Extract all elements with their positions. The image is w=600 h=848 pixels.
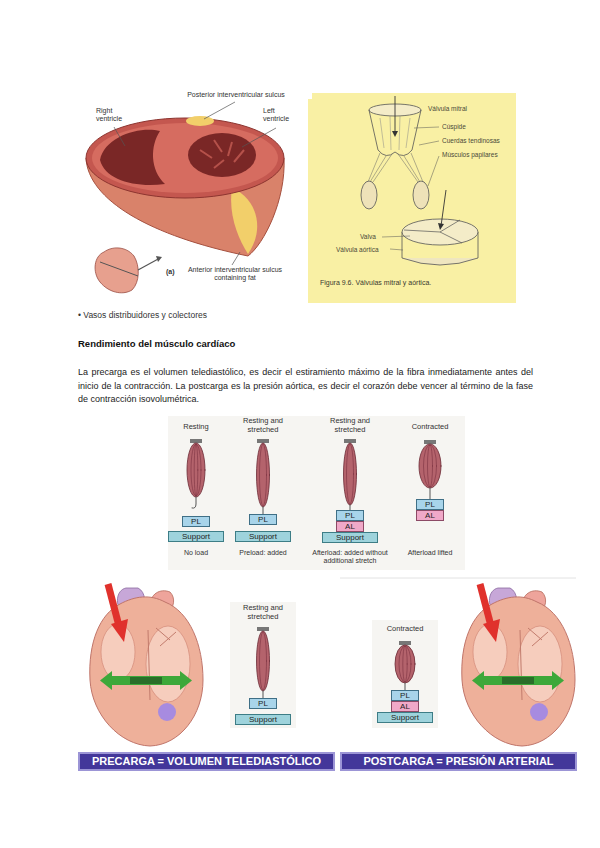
band-text: PRECARGA = VOLUMEN TELEDIASTÓLICO xyxy=(92,755,321,768)
preload-weight: PL xyxy=(182,516,210,527)
panel-header: Resting and stretched xyxy=(320,417,380,434)
part-label: Anterior interventricular sulcus contain… xyxy=(184,266,286,282)
weight-label: PL xyxy=(258,515,268,524)
bullet-item: • Vasos distribuidores y colectores xyxy=(78,311,398,321)
heart-cross-section xyxy=(86,102,284,293)
panel-header: Resting and stretched xyxy=(233,417,293,434)
panel-ground xyxy=(168,416,465,570)
weight-label: PL xyxy=(191,517,201,526)
weight-label: PL xyxy=(258,699,268,708)
weight-label: PL xyxy=(425,500,435,509)
panel-caption: No load xyxy=(166,549,226,557)
part-label: Músculos papilares xyxy=(442,151,514,158)
afterload-weight: AL xyxy=(336,521,364,532)
preload-weight: PL xyxy=(416,499,444,510)
afterload-weight: AL xyxy=(391,701,419,712)
part-label: Valva xyxy=(360,233,390,240)
weight-label: AL xyxy=(400,702,410,711)
figure-letter: (a) xyxy=(166,268,182,276)
muscle-figures xyxy=(187,439,441,698)
weight-label: AL xyxy=(345,522,355,531)
section-heading: Rendimiento del músculo cardíaco xyxy=(78,339,498,350)
figure-caption: Figura 9.6. Válvulas mitral y aórtica. xyxy=(320,279,510,287)
weight-label: Support xyxy=(391,713,419,722)
panel-caption: Preload: added xyxy=(227,549,299,557)
panel-header: Resting xyxy=(166,423,226,432)
heart-preload xyxy=(90,584,203,746)
panel-ground xyxy=(372,620,438,728)
heart-afterload xyxy=(462,584,575,746)
support-platform: Support xyxy=(377,712,433,723)
panel-caption: Afterload lifted xyxy=(396,549,464,557)
title-band: PRECARGA = VOLUMEN TELEDIASTÓLICO xyxy=(78,752,335,771)
weight-label: Support xyxy=(249,715,277,724)
body-paragraph: La precarga es el volumen telediastólico… xyxy=(78,366,533,407)
rule-line xyxy=(340,578,576,579)
figure-panel: Válvula mitralCúspideCuerdas tendinosasM… xyxy=(308,93,516,303)
part-label: Left ventricle xyxy=(262,107,300,123)
part-label: Válvula aórtica xyxy=(336,246,398,253)
part-label: Posterior interventricular sulcus xyxy=(160,91,312,99)
weight-label: PL xyxy=(345,511,355,520)
support-platform: Support xyxy=(235,714,291,725)
preload-weight: PL xyxy=(249,698,277,709)
weight-label: AL xyxy=(425,511,435,520)
part-label: Válvula mitral xyxy=(428,105,504,112)
part-label: Right ventricle xyxy=(95,107,135,123)
support-platform: Support xyxy=(322,532,378,543)
valve-figure xyxy=(308,93,516,303)
part-label: Cúspide xyxy=(442,123,514,130)
panel-caption: Afterload: added without additional stre… xyxy=(302,549,398,565)
panel-header: Contracted xyxy=(374,625,436,634)
weight-label: Support xyxy=(182,532,210,541)
band-text: POSTCARGA = PRESIÓN ARTERIAL xyxy=(363,755,553,768)
panel-header: Resting and stretched xyxy=(232,604,294,621)
weight-label: Support xyxy=(336,533,364,542)
weight-label: PL xyxy=(400,691,410,700)
afterload-weight: AL xyxy=(416,510,444,521)
panel-header: Contracted xyxy=(398,423,462,432)
preload-weight: PL xyxy=(391,690,419,701)
panel-ground xyxy=(230,602,296,728)
preload-weight: PL xyxy=(336,510,364,521)
title-band: POSTCARGA = PRESIÓN ARTERIAL xyxy=(340,752,577,771)
support-platform: Support xyxy=(235,531,291,542)
part-label: Cuerdas tendinosas xyxy=(442,137,514,144)
preload-weight: PL xyxy=(249,514,277,525)
weight-label: Support xyxy=(249,532,277,541)
support-platform: Support xyxy=(168,531,224,542)
